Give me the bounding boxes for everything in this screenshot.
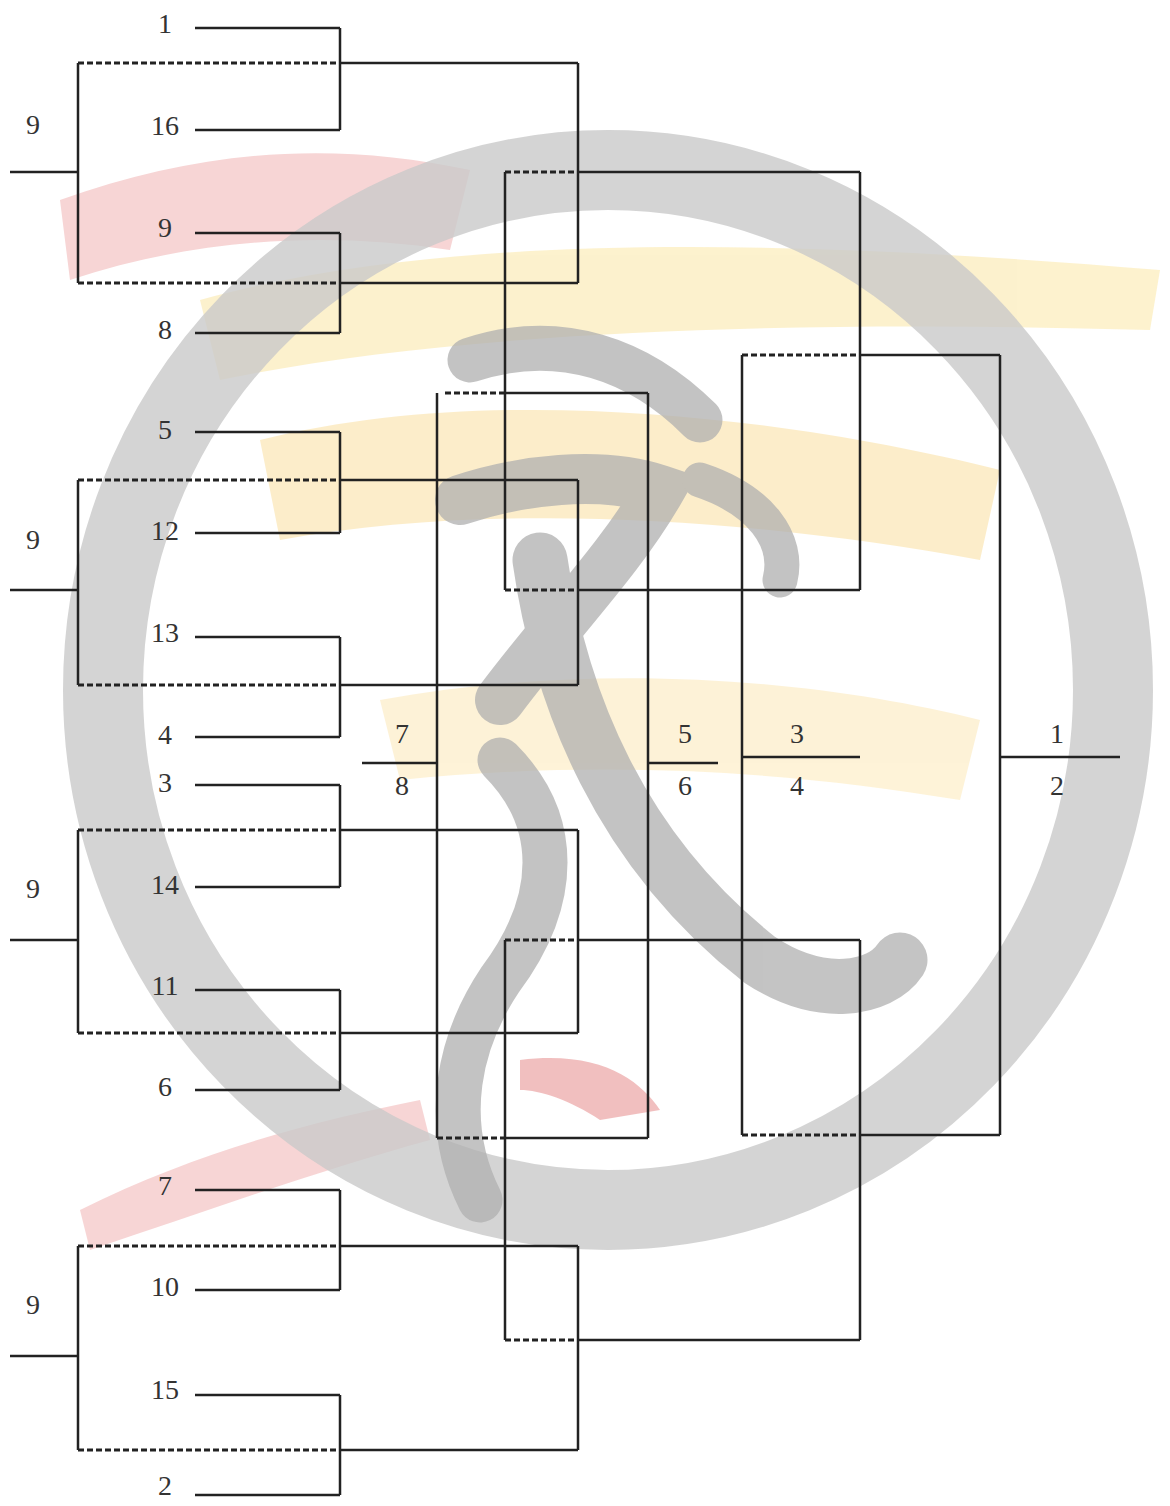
seed-number: 9 (158, 213, 172, 244)
seed-number: 6 (158, 1072, 172, 1103)
calligraphy-glyph (458, 348, 900, 1200)
red-smear (520, 1058, 660, 1120)
glyph-stroke (540, 560, 900, 986)
repechage-place: 9 (26, 525, 40, 556)
seed-number: 5 (158, 415, 172, 446)
glyph-stroke (458, 760, 545, 1200)
place-number: 7 (395, 719, 409, 750)
seed-number: 1 (158, 9, 172, 40)
repechage-place: 9 (26, 874, 40, 905)
seed-number: 13 (151, 618, 179, 649)
seed-number: 2 (158, 1471, 172, 1502)
seed-number: 3 (158, 768, 172, 799)
place-number: 8 (395, 771, 409, 802)
repechage-lines (78, 63, 860, 1450)
watermark-smears (60, 153, 1160, 1250)
place-number: 3 (790, 719, 804, 750)
place-number: 4 (790, 771, 804, 802)
seed-number: 7 (158, 1171, 172, 1202)
place-number: 2 (1050, 771, 1064, 802)
seed-number: 11 (152, 971, 179, 1002)
seed-number: 8 (158, 315, 172, 346)
bracket-lines (10, 28, 1120, 1495)
repechage-place: 9 (26, 110, 40, 141)
seed-number: 12 (151, 516, 179, 547)
place-number: 6 (678, 771, 692, 802)
seed-number: 10 (151, 1272, 179, 1303)
place-number: 1 (1050, 719, 1064, 750)
brush-circle (103, 170, 1113, 1210)
seed-number: 16 (151, 111, 179, 142)
repechage-place: 9 (26, 1290, 40, 1321)
place-number: 5 (678, 719, 692, 750)
seed-number: 15 (151, 1375, 179, 1406)
seed-number: 14 (151, 870, 179, 901)
seed-number: 4 (158, 720, 172, 751)
